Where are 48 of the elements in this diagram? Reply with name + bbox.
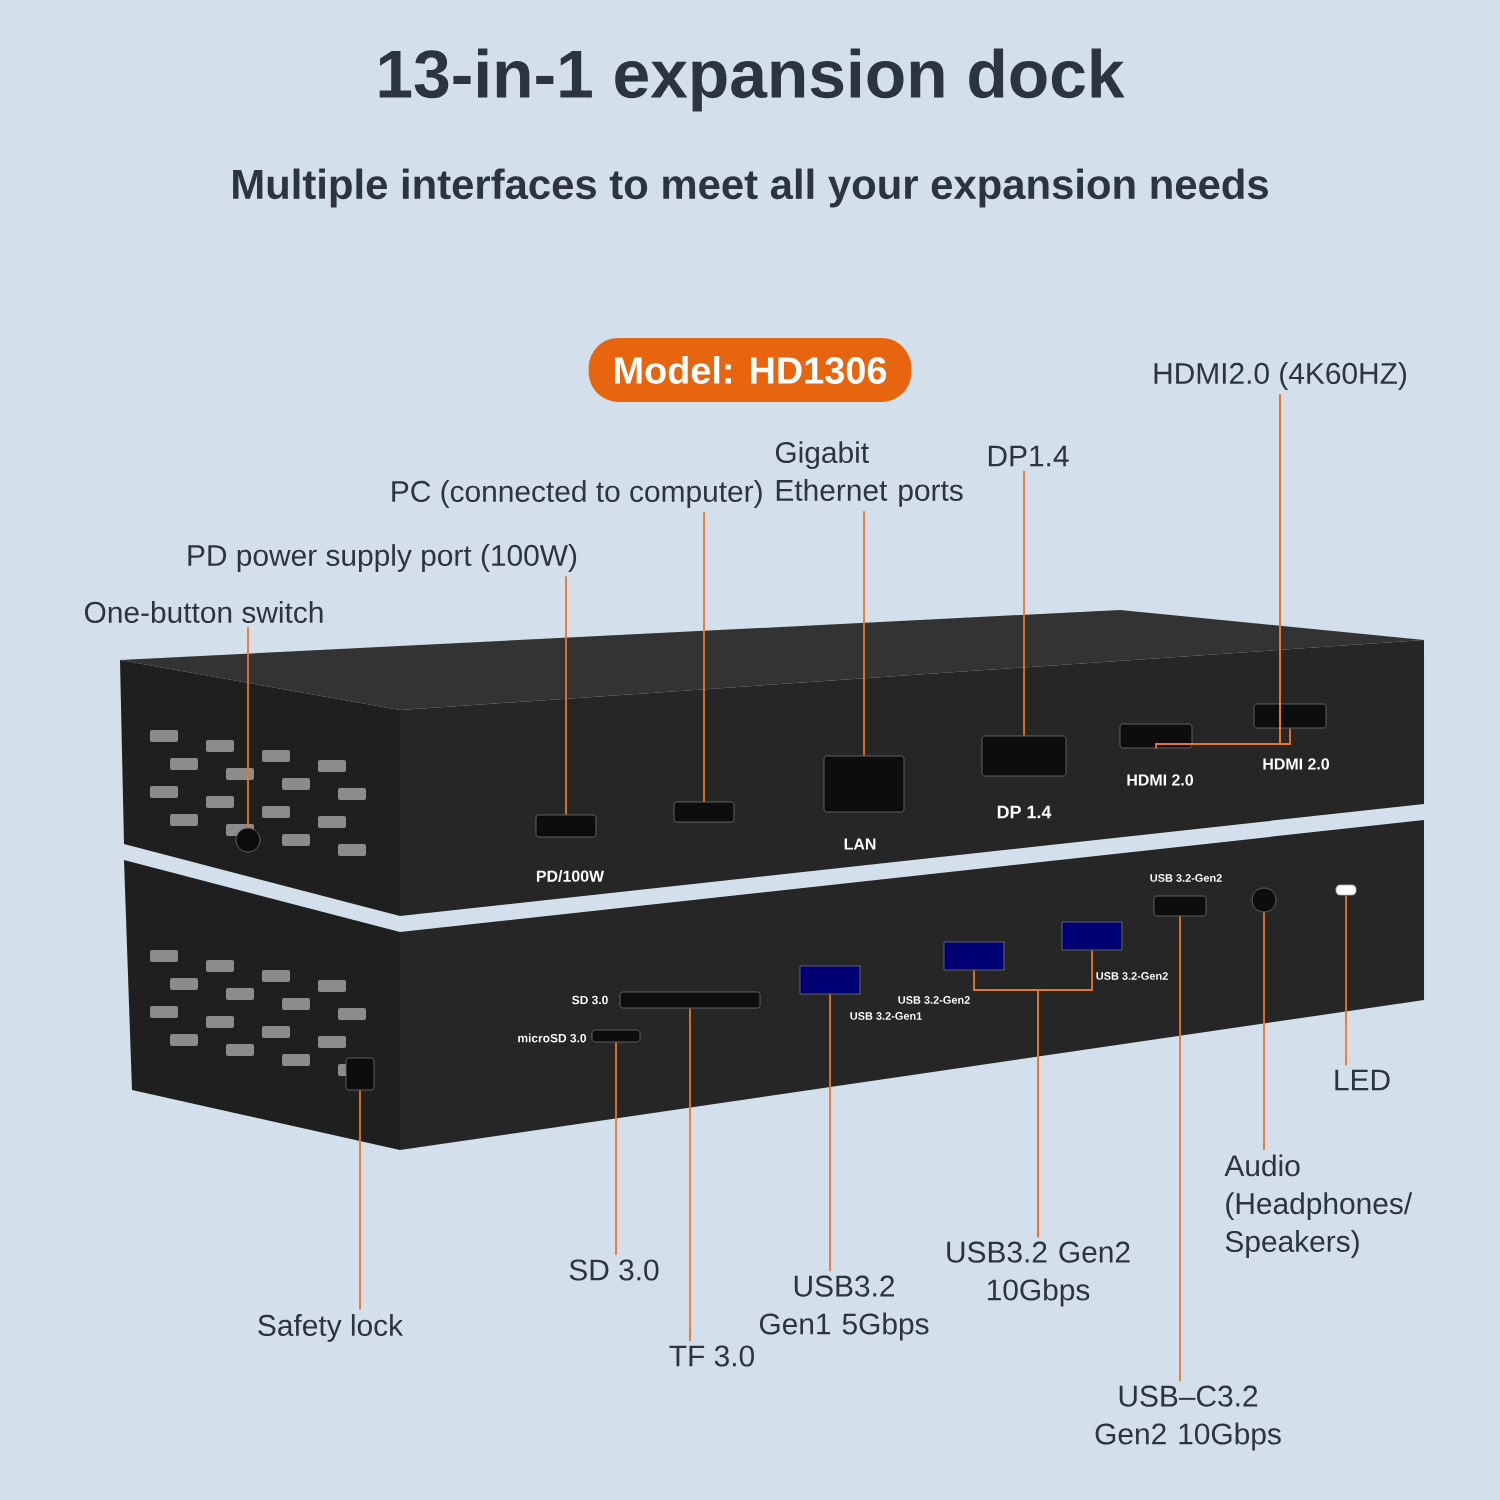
- subtitle: Multiple interfaces to meet all your expansion needs: [233, 168, 1268, 208]
- callout-label: PC (connected to computer): [392, 480, 762, 508]
- card-slot: [619, 991, 761, 1009]
- hdmi-port: [1253, 703, 1327, 729]
- usb-port: [799, 965, 861, 995]
- leader-line: [1263, 911, 1265, 1151]
- port-label: DP 1.4: [997, 805, 1052, 819]
- leader-line: [689, 1007, 691, 1342]
- model-badge: Model: HD1306: [588, 338, 912, 402]
- led-light: [1335, 884, 1357, 896]
- callout-label: USB3.2 Gen2 10Gbps: [947, 1241, 1130, 1307]
- card-slot: [591, 1029, 641, 1043]
- leader-line: [359, 1089, 361, 1311]
- usb-port: [1061, 921, 1123, 951]
- switch-button: [235, 827, 261, 853]
- callout-label: USB3.2 Gen1 5Gbps: [759, 1275, 929, 1341]
- leader-line: [615, 1041, 617, 1256]
- leader-line: [703, 511, 705, 803]
- hdmi-port: [1119, 723, 1193, 749]
- leader-line: [565, 575, 567, 816]
- usb-c-port: [1153, 895, 1207, 917]
- leader-line: [1279, 393, 1291, 745]
- usb-c-port: [535, 814, 597, 838]
- usb-port: [943, 941, 1005, 971]
- leader-line: [1023, 469, 1025, 737]
- displayport-port: [981, 735, 1067, 777]
- callout-label: Gigabit Ethernet ports: [775, 441, 963, 507]
- leader-line: [1179, 915, 1181, 1383]
- callout-label: USB–C3.2 Gen2 10Gbps: [1095, 1385, 1281, 1451]
- leader-line: [247, 626, 249, 829]
- title: 13-in-1 expansion dock: [379, 48, 1125, 112]
- callout-label: DP1.4: [988, 445, 1069, 467]
- callout-label: TF 3.0: [669, 1345, 754, 1367]
- callout-label: SD 3.0: [569, 1259, 659, 1281]
- callout-label: One-button switch: [84, 601, 323, 623]
- callout-label: Safety lock: [258, 1314, 404, 1342]
- callout-label: LED: [1335, 1069, 1390, 1091]
- lock-slot: [345, 1057, 375, 1091]
- leader-line: [1345, 894, 1347, 1067]
- ethernet-port: [823, 755, 905, 813]
- usb-c-port: [673, 801, 735, 823]
- leader-line: [829, 993, 831, 1273]
- leader-line: [863, 510, 865, 757]
- leader-line: [1037, 949, 1093, 1239]
- audio-jack: [1251, 887, 1277, 913]
- callout-label: PD power supply port (100W): [188, 544, 577, 572]
- callout-label: Audio (Headphones/ Speakers): [1224, 1154, 1413, 1258]
- callout-label: HDMI2.0 (4K60HZ): [1154, 362, 1406, 390]
